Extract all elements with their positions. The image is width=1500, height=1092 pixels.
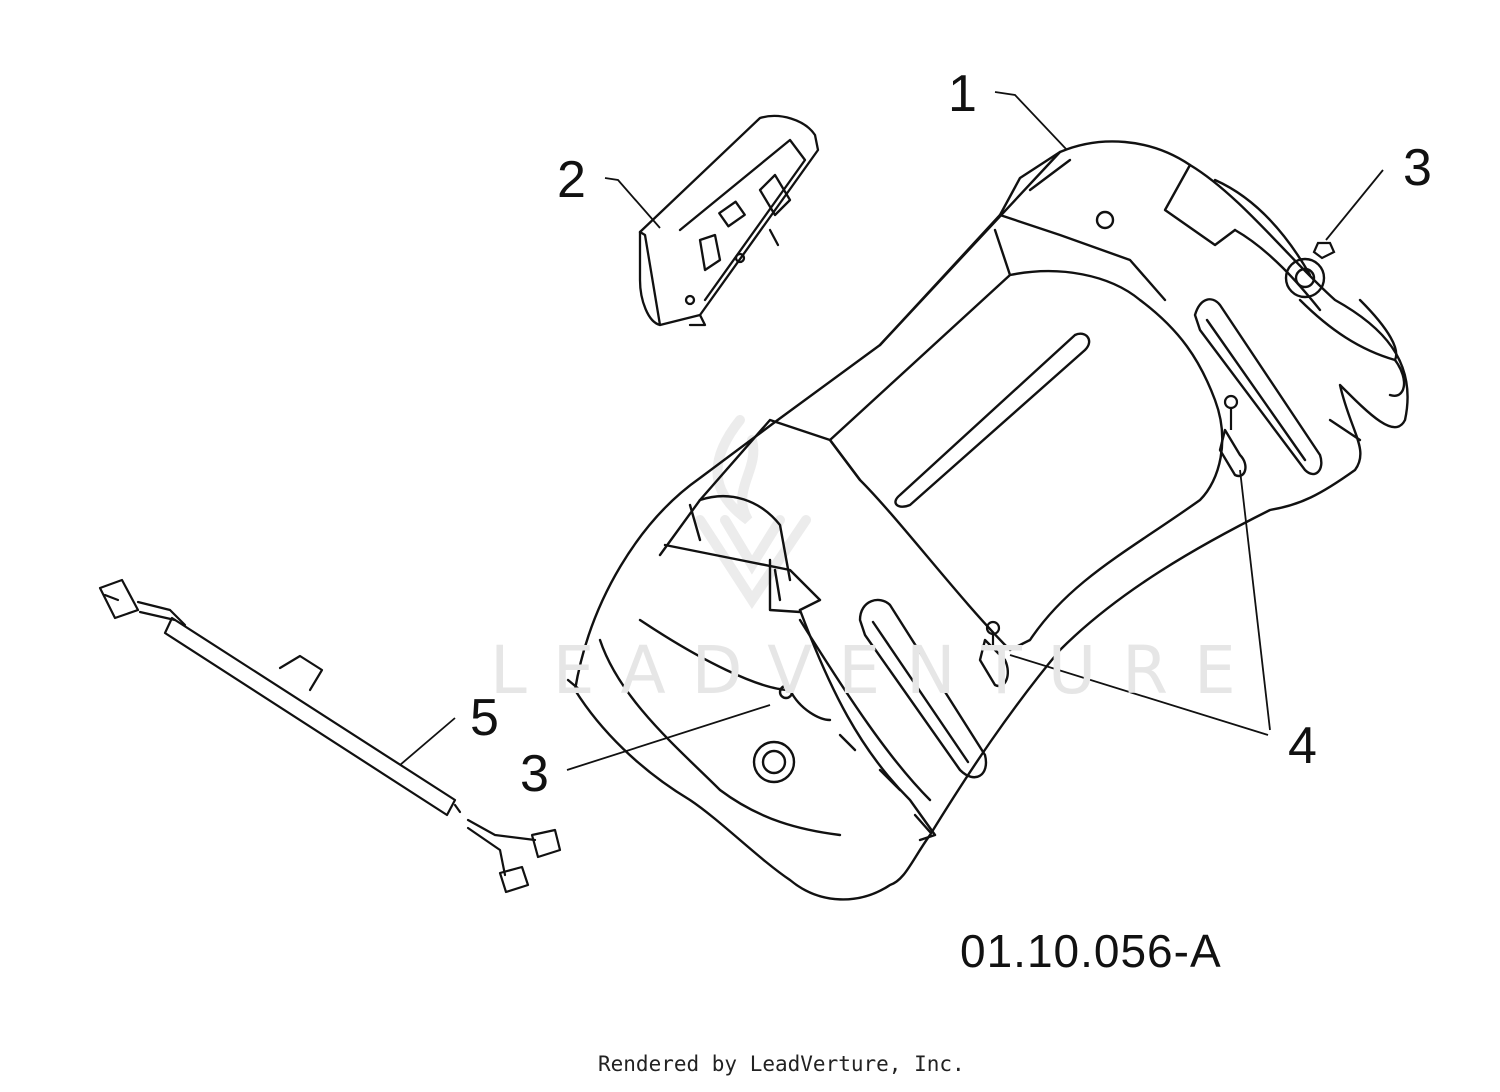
watermark-text: LEADVENTURE <box>490 632 1262 709</box>
callout-part-4: 4 <box>1288 717 1317 775</box>
clips <box>985 394 1239 650</box>
dash-panel-housing <box>566 140 1409 901</box>
footer-credit: Rendered by LeadVerture, Inc. <box>598 1052 965 1076</box>
callout-part-3-left: 3 <box>520 745 549 803</box>
screw-right <box>1312 241 1336 260</box>
instrument-cluster <box>638 114 820 327</box>
drawing-code: 01.10.056-A <box>960 925 1222 977</box>
callout-part-1: 1 <box>948 65 977 123</box>
callout-part-3-right: 3 <box>1403 139 1432 197</box>
wire-harness <box>98 578 562 894</box>
leader-lines <box>399 91 1384 771</box>
callout-part-5: 5 <box>470 689 499 747</box>
watermark-logo <box>695 415 811 610</box>
callout-part-2: 2 <box>557 151 586 209</box>
